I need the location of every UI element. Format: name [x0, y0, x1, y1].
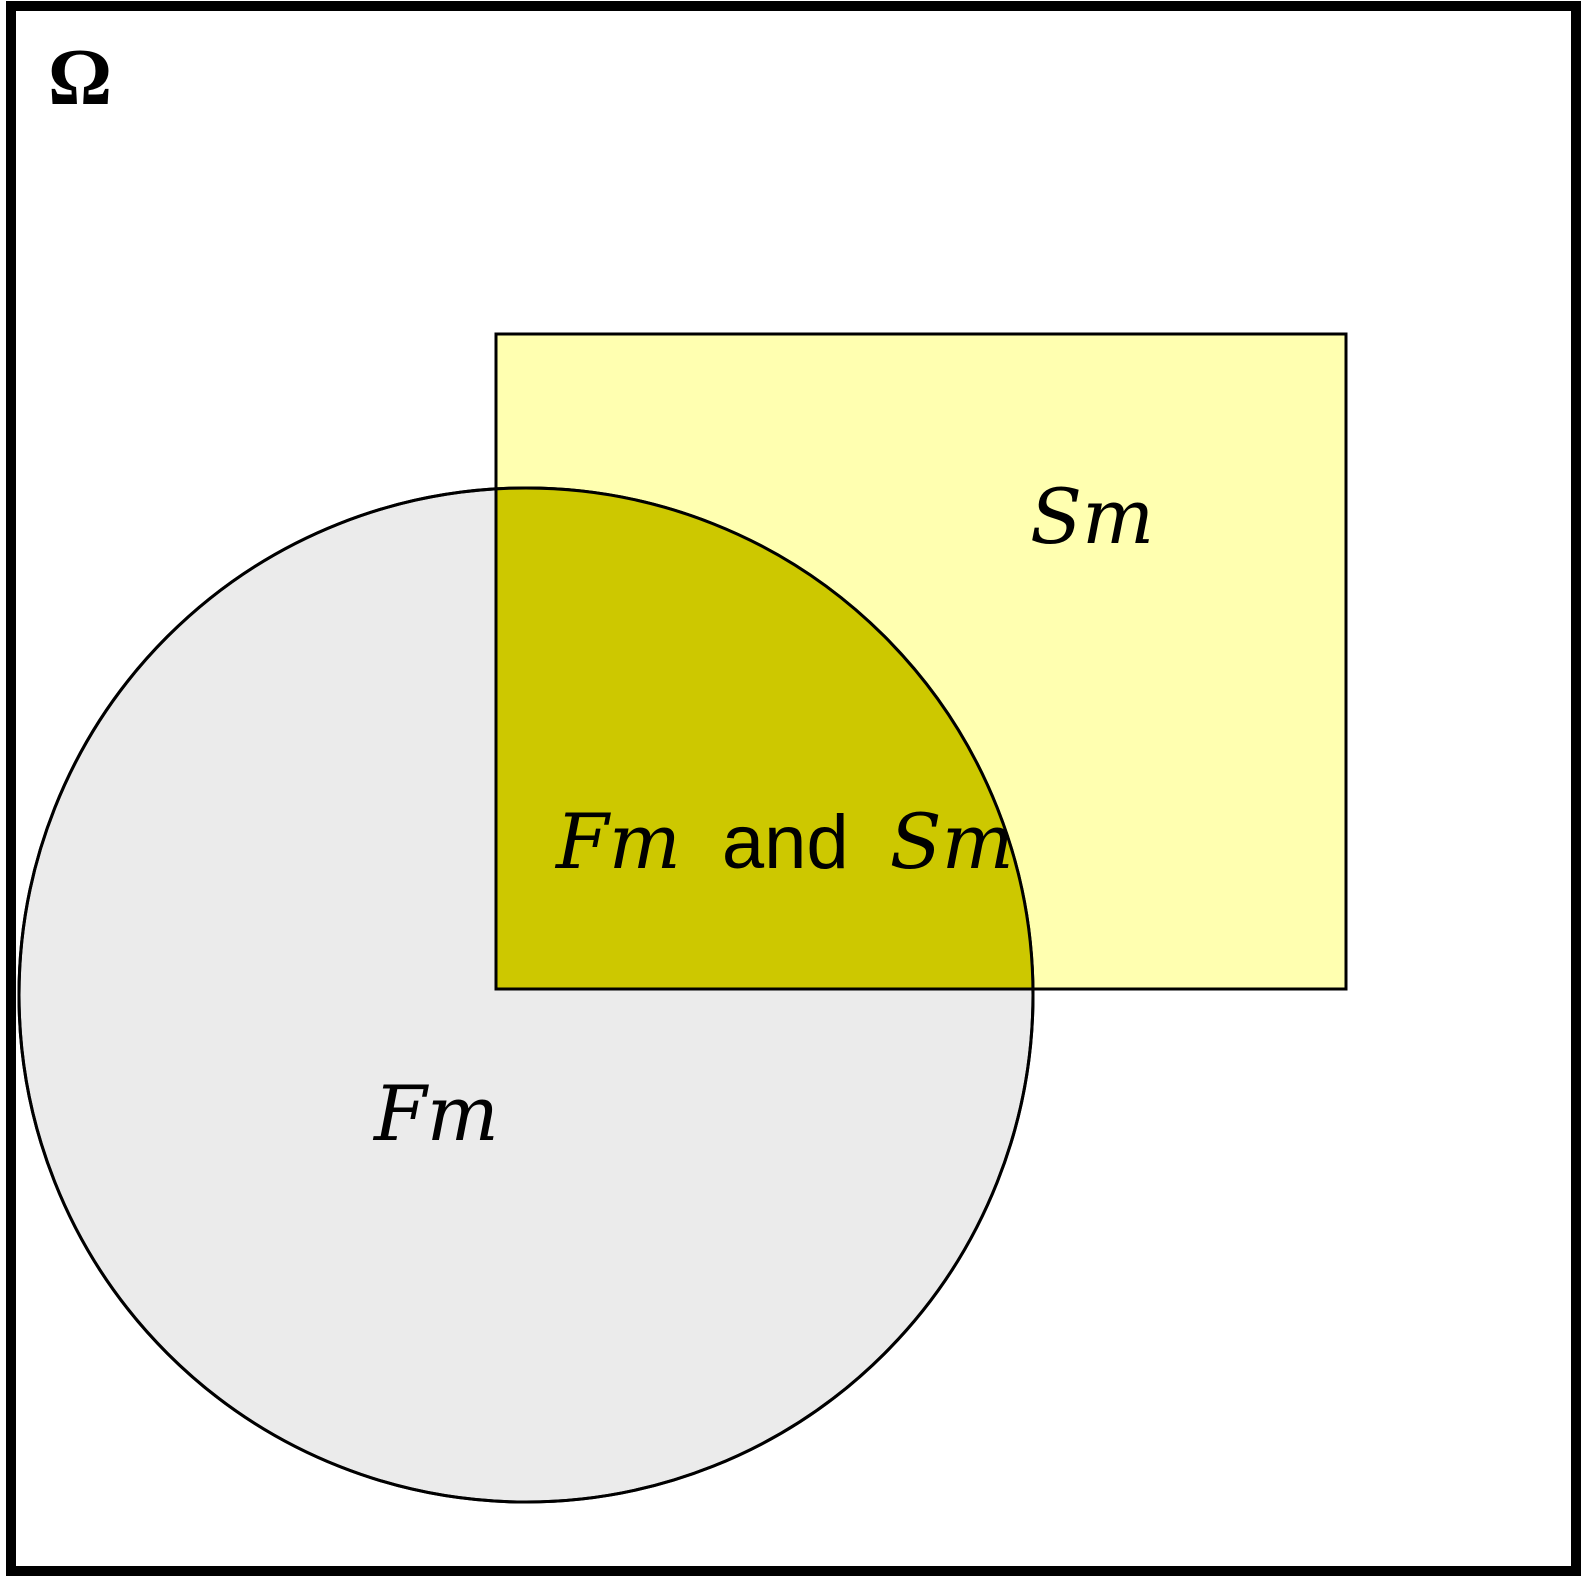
sm-label: Sm: [1030, 472, 1154, 561]
intersection-label-sm: Sm: [890, 797, 1014, 886]
sm-rectangle-outline: [494, 332, 1348, 991]
universe-label: Ω: [48, 34, 112, 122]
fm-label: Fm: [372, 1069, 499, 1158]
intersection-label: Fm and Sm: [554, 797, 1014, 886]
intersection-label-fm: Fm: [554, 797, 681, 886]
fm-circle-outline: [17, 486, 1035, 1504]
intersection-region: [496, 488, 1033, 989]
intersection-label-and: and: [722, 800, 849, 885]
